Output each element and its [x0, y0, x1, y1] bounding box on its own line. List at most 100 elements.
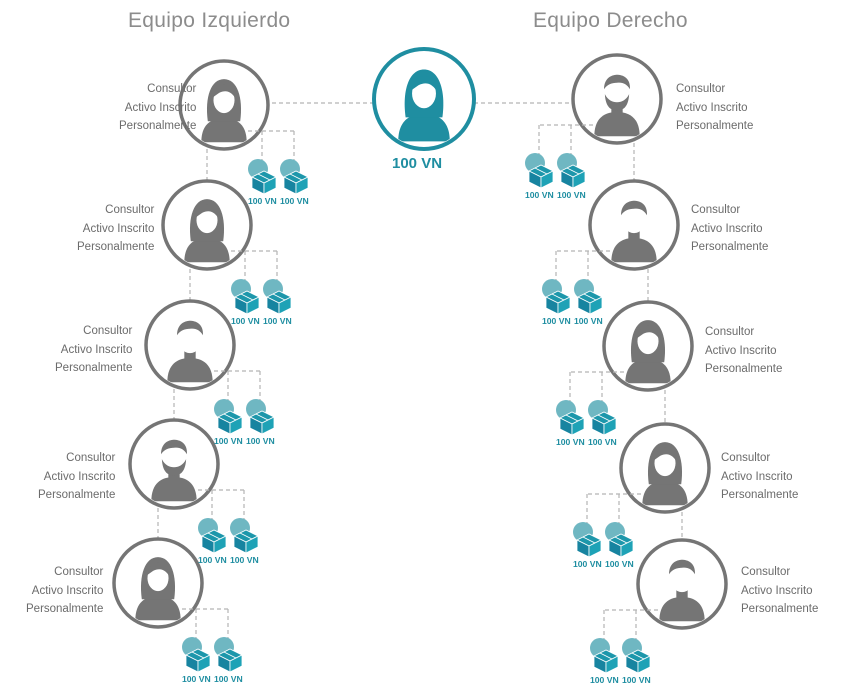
order-volume-label: 100 VN [605, 559, 634, 569]
order-package-1 [214, 399, 243, 435]
woman-avatar-icon [642, 442, 688, 506]
package-icon [217, 648, 243, 673]
package-icon [576, 533, 602, 558]
member-label-line: Activo Inscrito [691, 222, 763, 235]
order-volume-label: 100 VN [588, 437, 617, 447]
member-label-line: Consultor [147, 83, 197, 95]
package-icon [201, 529, 227, 554]
order-volume-label: 100 VN [230, 555, 259, 565]
order-volume-label: 100 VN [525, 190, 554, 200]
order-volume-label: 100 VN [246, 436, 275, 446]
package-icon [625, 649, 651, 674]
left-team-title: Equipo Izquierdo [128, 9, 291, 32]
member-label-line: Personalmente [705, 363, 783, 375]
order-package-1 [182, 637, 211, 673]
member-label-line: Activo Inscrito [676, 101, 748, 114]
member-label-line: Consultor [676, 83, 726, 95]
member-label-line: Personalmente [676, 120, 754, 132]
order-package-2 [557, 153, 586, 189]
order-package-2 [214, 637, 243, 673]
package-icon [233, 529, 259, 554]
order-package-1 [590, 638, 619, 674]
package-icon [528, 164, 554, 189]
order-package-2 [622, 638, 651, 674]
order-volume-label: 100 VN [557, 190, 586, 200]
package-icon [591, 411, 617, 436]
order-package-1 [198, 518, 227, 554]
package-icon [577, 290, 603, 315]
left-member-avatar [178, 59, 270, 151]
member-label-line: Activo Inscrito [82, 222, 155, 235]
member-label-line: Consultor [705, 326, 755, 338]
package-icon [266, 290, 292, 315]
package-icon [185, 648, 211, 673]
member-label-line: Personalmente [119, 120, 197, 132]
order-package-1 [231, 279, 260, 315]
member-label-line: Consultor [83, 325, 133, 337]
order-volume-label: 100 VN [574, 316, 603, 326]
package-icon [249, 410, 275, 435]
order-volume-label: 100 VN [573, 559, 602, 569]
package-icon [608, 533, 634, 558]
package-icon [560, 164, 586, 189]
order-package-1 [542, 279, 571, 315]
member-label-line: Personalmente [741, 603, 819, 615]
right-team-title: Equipo Derecho [533, 9, 688, 32]
woman-avatar-icon [625, 320, 671, 384]
order-package-2 [246, 399, 275, 435]
man-avatar-icon [611, 200, 657, 263]
member-label-line: Personalmente [691, 241, 769, 253]
package-icon [251, 170, 277, 195]
left-member-avatar [144, 299, 236, 391]
order-volume-label: 100 VN [590, 675, 619, 685]
order-package-2 [230, 518, 259, 554]
package-icon [283, 170, 309, 195]
package-icon [593, 649, 619, 674]
member-label-line: Consultor [721, 452, 771, 464]
root-volume-label: 100 VN [392, 155, 443, 172]
man-avatar-icon [167, 320, 213, 383]
order-volume-label: 100 VN [214, 674, 243, 684]
package-icon [545, 290, 571, 315]
left-member-avatar [112, 537, 204, 629]
right-member-avatar [588, 179, 680, 271]
member-label-line: Activo Inscrito [705, 344, 777, 357]
order-package-2 [605, 522, 634, 558]
package-icon [234, 290, 260, 315]
order-package-1 [525, 153, 554, 189]
right-member-avatar [619, 422, 711, 514]
order-package-2 [574, 279, 603, 315]
member-label-line: Activo Inscrito [43, 470, 116, 483]
order-volume-label: 100 VN [542, 316, 571, 326]
left-member-avatar [128, 418, 220, 510]
package-icon [559, 411, 585, 436]
man-avatar-icon [659, 559, 705, 622]
woman-avatar-icon [201, 79, 247, 143]
woman-avatar-icon [184, 199, 230, 263]
package-icon [217, 410, 243, 435]
woman-avatar-icon [398, 69, 450, 142]
member-label-line: Activo Inscrito [741, 584, 813, 597]
order-volume-label: 100 VN [622, 675, 651, 685]
member-label-line: Activo Inscrito [60, 343, 133, 356]
member-label-line: Consultor [66, 452, 116, 464]
order-package-1 [556, 400, 585, 436]
member-label-line: Consultor [691, 204, 741, 216]
member-label-line: Consultor [741, 566, 791, 578]
left-member-avatar [161, 179, 253, 271]
member-label-line: Personalmente [26, 603, 104, 615]
member-label-line: Personalmente [38, 489, 116, 501]
bearded-man-avatar-icon [151, 439, 197, 502]
member-label-line: Personalmente [77, 241, 155, 253]
order-volume-label: 100 VN [182, 674, 211, 684]
order-volume-label: 100 VN [248, 196, 277, 206]
order-volume-label: 100 VN [231, 316, 260, 326]
